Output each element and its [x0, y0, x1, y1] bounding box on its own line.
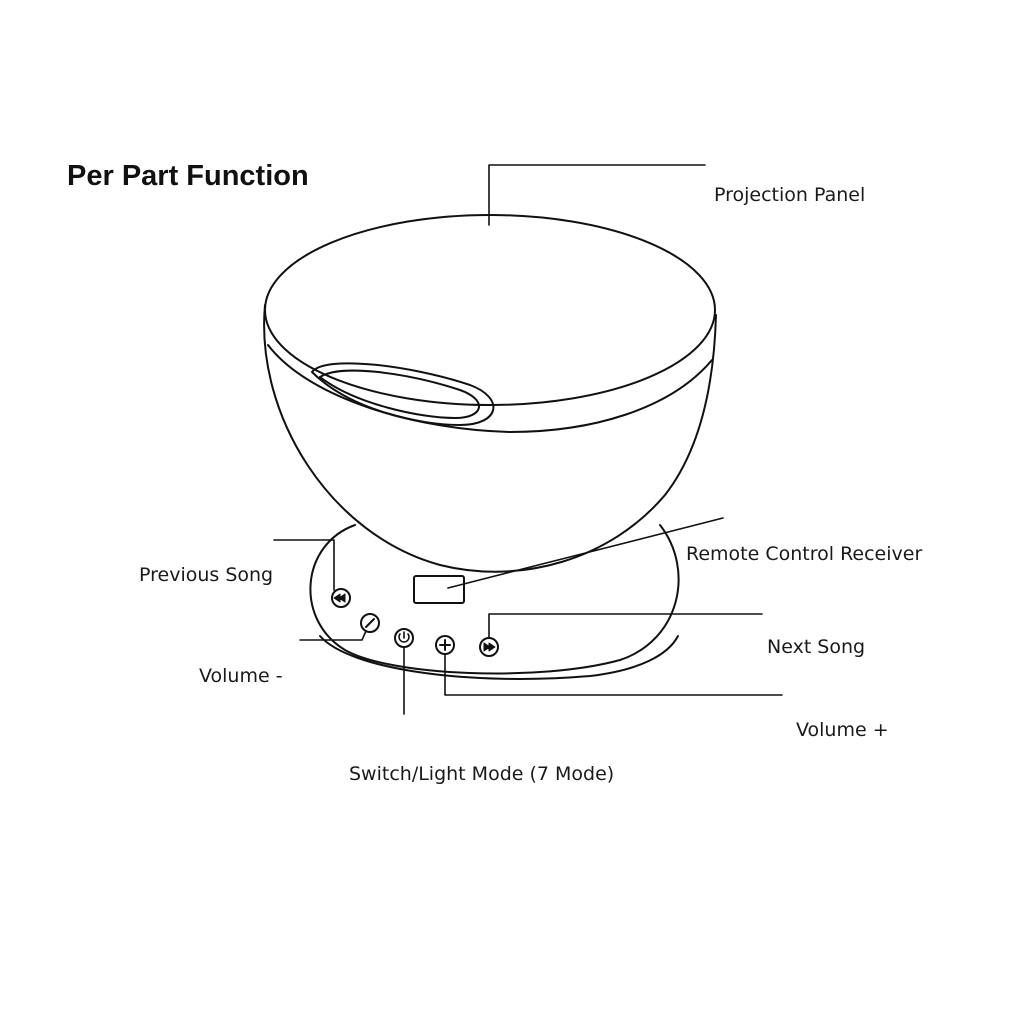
base-outer-edge	[309, 524, 680, 675]
label-next-song: Next Song	[767, 636, 866, 658]
leader-volume-plus	[444, 653, 783, 696]
label-volume-minus: Volume -	[199, 665, 283, 687]
leader-previous-song	[273, 539, 335, 591]
base-plate	[309, 524, 680, 680]
leader-remote-receiver	[447, 517, 724, 589]
page-title: Per Part Function	[67, 160, 309, 192]
leader-lines	[273, 164, 783, 715]
label-volume-plus: Volume +	[796, 719, 889, 741]
bowl-lower-hull	[263, 304, 717, 573]
projector-bowl	[263, 214, 717, 573]
label-remote-control-receiver: Remote Control Receiver	[686, 543, 923, 565]
leader-projection-panel	[488, 164, 706, 226]
next-song-button[interactable]	[479, 637, 499, 657]
label-projection-panel: Projection Panel	[714, 184, 866, 206]
volume-minus-icon	[365, 618, 375, 628]
leader-next-song	[488, 613, 763, 639]
side-window-inner	[319, 369, 480, 419]
base-bottom-rim	[319, 635, 679, 680]
remote-receiver-window	[413, 575, 465, 604]
leader-volume-minus	[299, 630, 367, 641]
power-icon	[398, 631, 410, 643]
label-switch-light-mode: Switch/Light Mode (7 Mode)	[349, 763, 615, 785]
volume-minus-button[interactable]	[360, 613, 380, 633]
label-previous-song: Previous Song	[139, 564, 274, 586]
side-window-outer	[311, 362, 495, 426]
projection-panel-top	[264, 214, 716, 406]
power-button[interactable]	[394, 628, 414, 648]
previous-song-icon	[333, 593, 346, 603]
bowl-rim-band	[267, 344, 713, 433]
previous-song-button[interactable]	[331, 588, 351, 608]
volume-plus-button[interactable]	[435, 635, 455, 655]
next-song-icon	[483, 642, 496, 652]
volume-plus-icon	[439, 639, 451, 651]
